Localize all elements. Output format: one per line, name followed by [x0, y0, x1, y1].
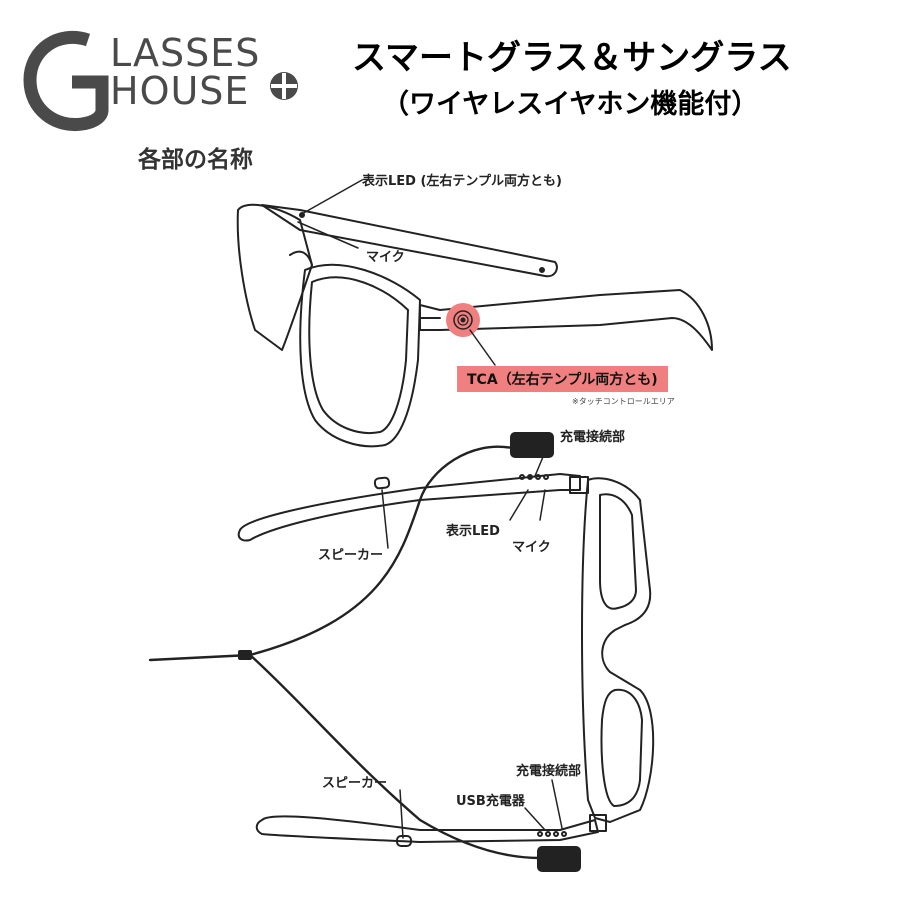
label-tca-note: ※タッチコントロールエリア	[572, 397, 675, 406]
front-frame	[581, 477, 655, 823]
cable-lower	[248, 653, 542, 860]
lens-back	[236, 203, 313, 351]
logo-line1: LASSES	[110, 31, 261, 75]
charger-connector-bottom	[537, 846, 581, 872]
label-usb-charger: USB充電器	[456, 794, 525, 809]
label-mic-top: マイク	[366, 250, 405, 265]
temple-near	[419, 289, 713, 351]
temple-bottom-arm	[255, 815, 599, 843]
lens-front	[299, 263, 421, 448]
page-subtitle: （ワイヤレスイヤホン機能付）	[382, 89, 759, 120]
label-charge-connector-bottom: 充電接続部	[516, 764, 582, 779]
label-charge-connector-top: 充電接続部	[560, 430, 626, 445]
logo-g	[23, 30, 109, 132]
label-speaker-top: スピーカー	[318, 548, 384, 563]
section-heading: 各部の名称	[138, 147, 253, 173]
temple-top-arm	[237, 473, 581, 542]
cable-upper	[148, 445, 514, 662]
logo-line2: HOUSE	[110, 69, 250, 113]
charger-connector-top	[510, 432, 554, 458]
label-led-mid: 表示LED	[446, 524, 500, 539]
label-led-top: 表示LED (左右テンプル両方とも)	[362, 174, 562, 189]
label-mic-mid: マイク	[512, 540, 551, 555]
page-title: スマートグラス＆サングラス	[352, 38, 792, 78]
crosshair-circle-icon	[270, 72, 298, 100]
label-tca: TCA（左右テンプル両方とも)	[457, 366, 668, 392]
temple-back	[261, 204, 558, 278]
cable-splitter	[238, 650, 252, 660]
label-speaker-bottom: スピーカー	[322, 776, 388, 791]
